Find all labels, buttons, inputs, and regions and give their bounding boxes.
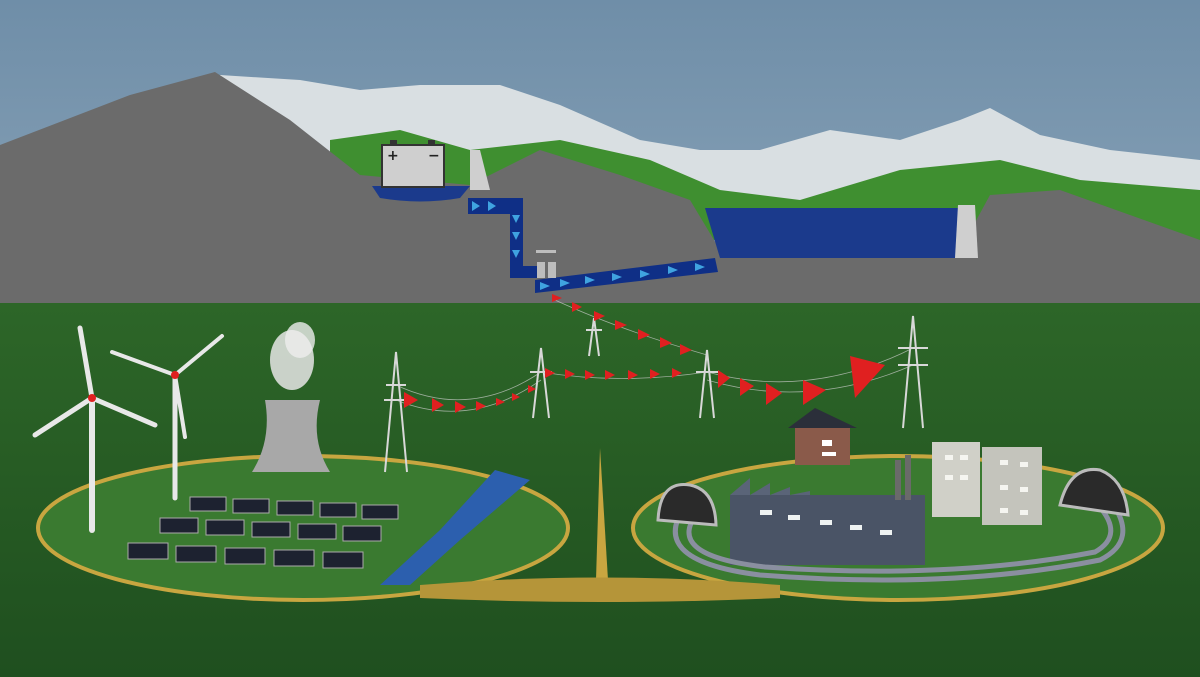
wind-turbine <box>110 334 224 501</box>
river <box>380 470 530 585</box>
turbine-house <box>536 250 556 278</box>
water-flow-arrows <box>472 201 705 290</box>
house <box>788 408 857 465</box>
battery-icon: + − <box>381 140 445 188</box>
tunnel-left <box>656 482 718 527</box>
apartment-buildings <box>932 442 1042 525</box>
upper-dam <box>470 150 490 190</box>
railway-track <box>672 498 1126 583</box>
lower-reservoir <box>705 208 960 258</box>
battery-plus-symbol: + <box>387 148 399 164</box>
tunnel-right <box>1058 467 1130 517</box>
factory <box>730 455 925 565</box>
lower-dam <box>955 205 978 258</box>
upper-reservoir <box>372 186 470 202</box>
gold-connector <box>420 577 780 602</box>
cooling-tower <box>252 322 330 472</box>
connector-spike <box>596 448 608 580</box>
wind-turbine <box>32 325 158 533</box>
solar-panels <box>127 496 399 569</box>
power-flow-arrows <box>404 294 885 413</box>
battery-minus-symbol: − <box>428 148 440 164</box>
mountain-cross-section <box>0 72 1200 305</box>
